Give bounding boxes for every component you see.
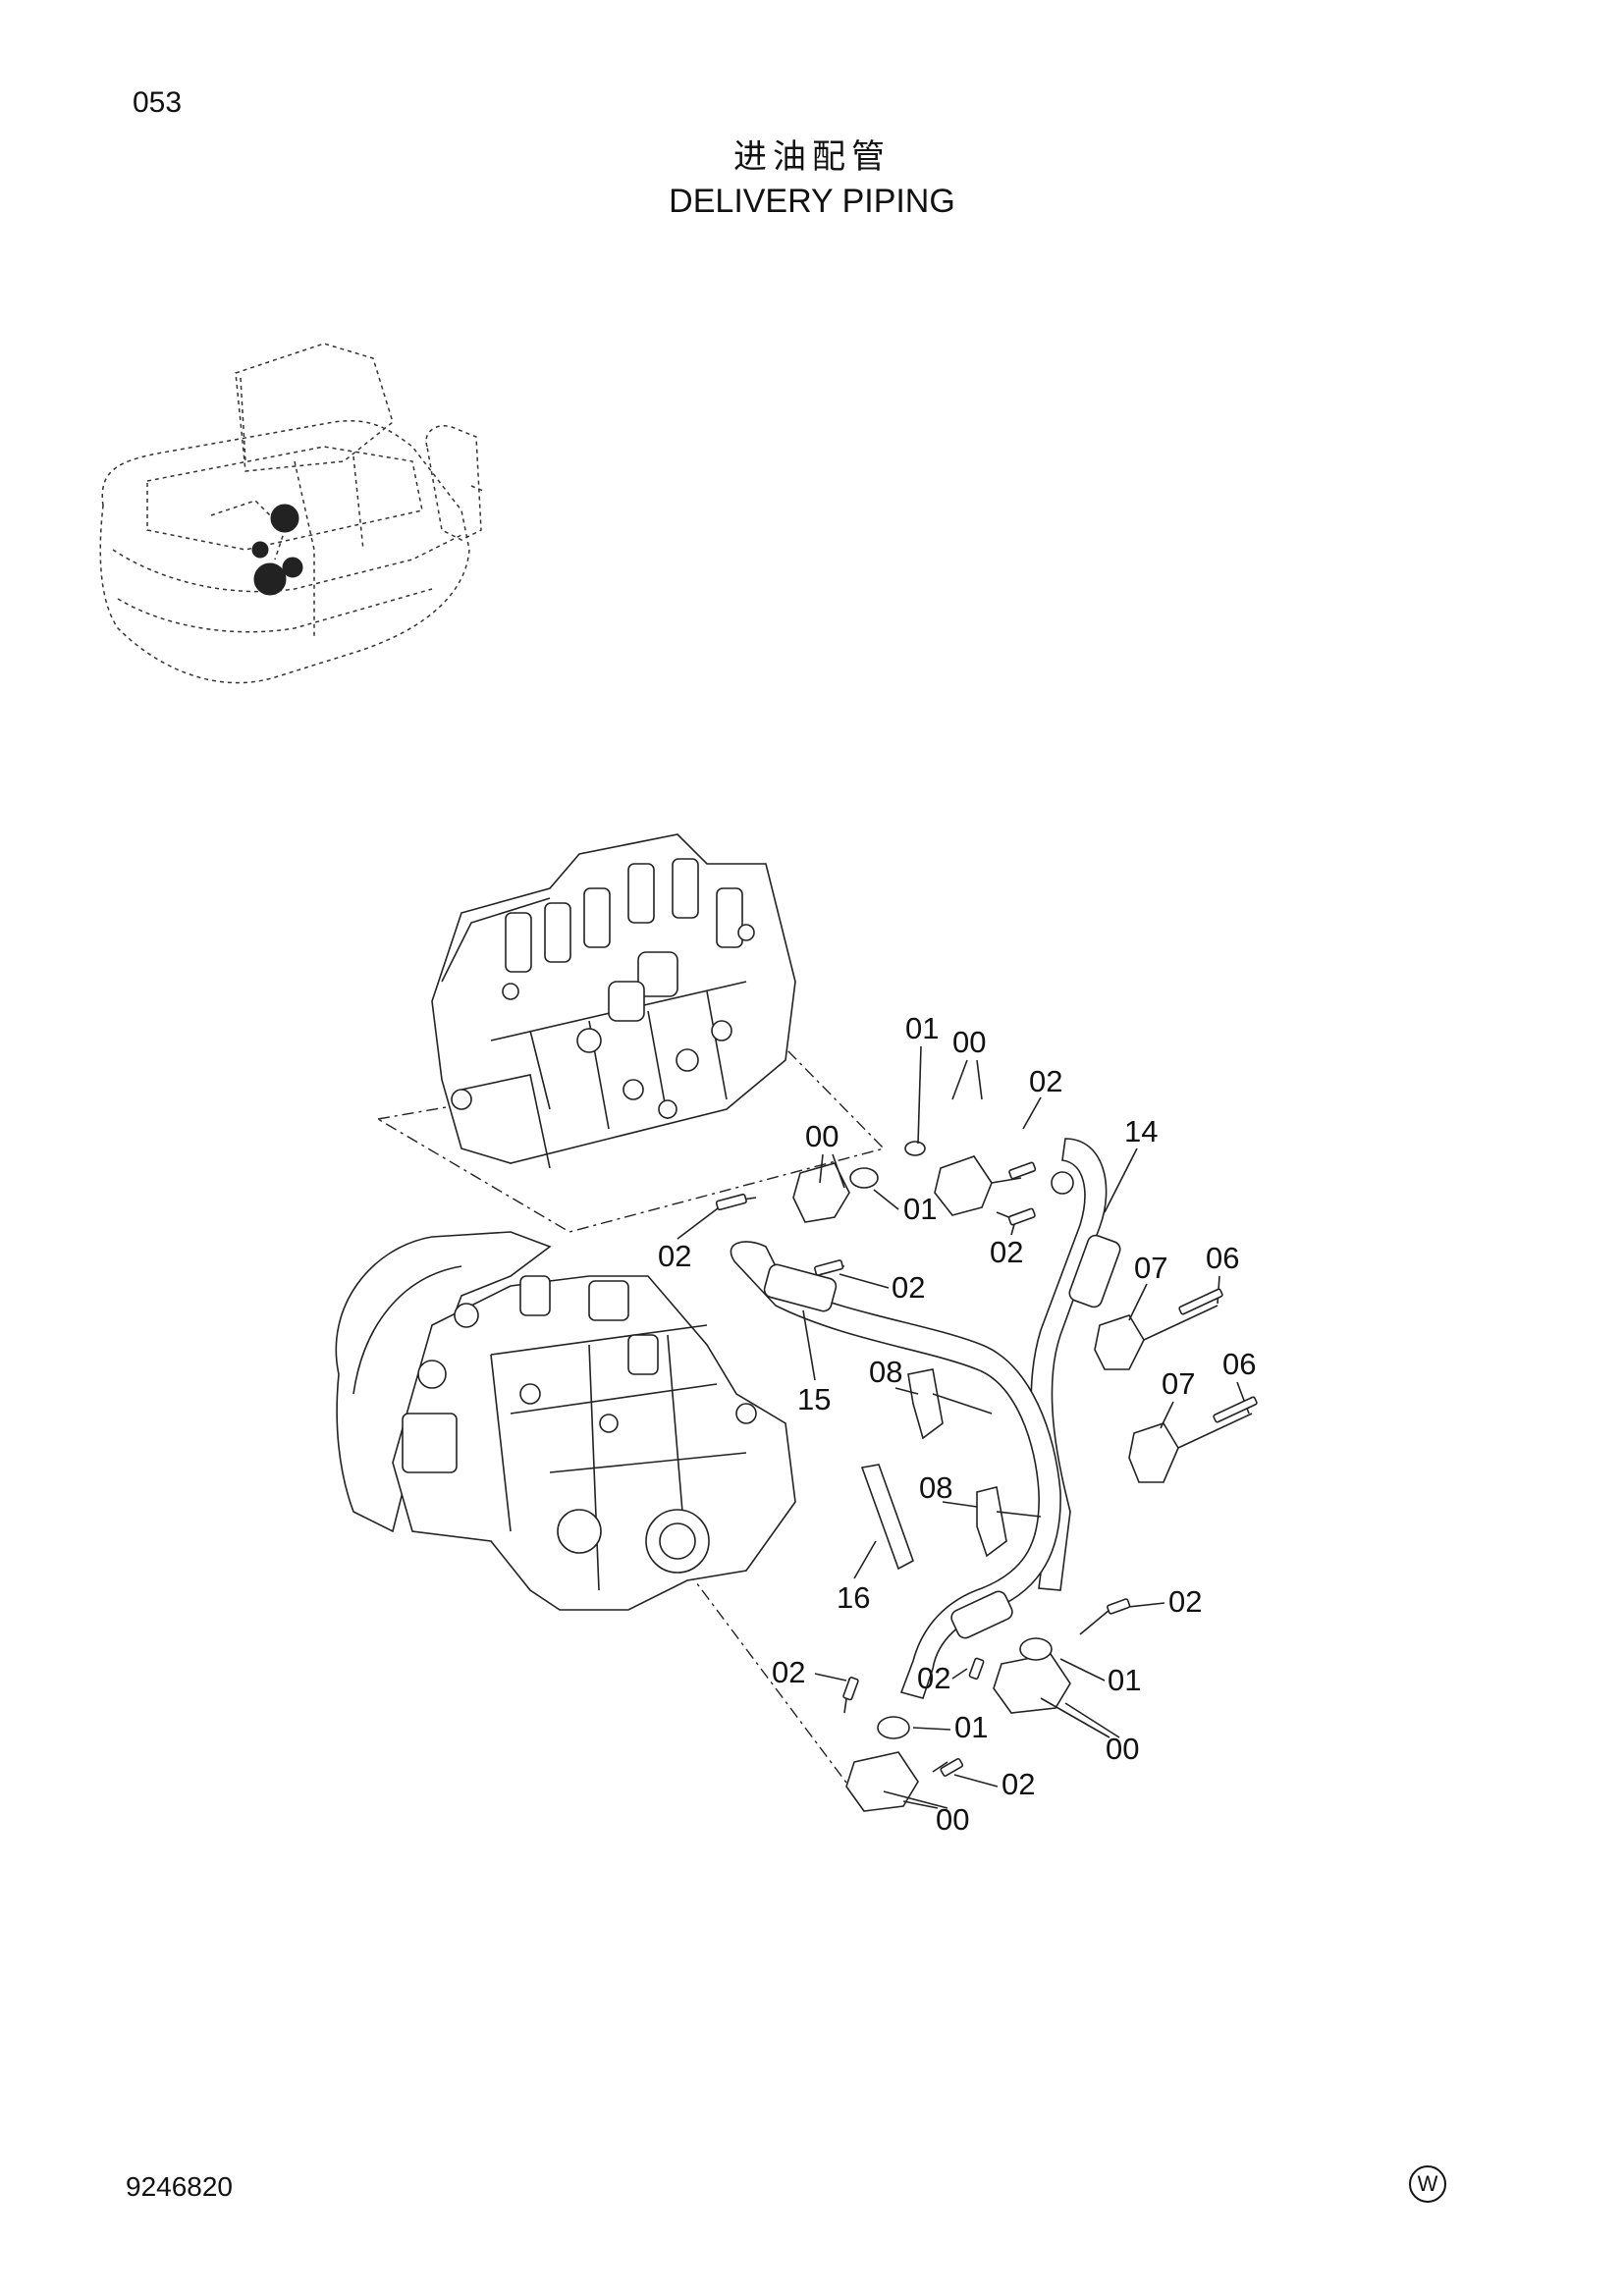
- callout-label: 00: [952, 1025, 986, 1059]
- callout-label: 02: [990, 1235, 1023, 1269]
- callout-label: 16: [837, 1580, 870, 1615]
- bolts: [715, 1161, 1258, 1777]
- clamps-and-brackets: [860, 1305, 1253, 1571]
- callout-label: 02: [892, 1270, 925, 1305]
- callout-label: 00: [936, 1802, 969, 1837]
- callout-label: 02: [772, 1655, 805, 1689]
- callout-label: 01: [1108, 1663, 1141, 1697]
- callout-label: 01: [954, 1710, 988, 1744]
- callout-label: 01: [903, 1192, 937, 1226]
- control-valve: [376, 833, 886, 1233]
- callout-label: 00: [1106, 1732, 1139, 1766]
- callout-label: 02: [1168, 1584, 1202, 1619]
- page-title-chinese: 进油配管: [733, 137, 891, 177]
- valve-ports: [451, 924, 755, 1119]
- callout-label: 14: [1124, 1114, 1158, 1148]
- document-number: 9246820: [126, 2171, 234, 2202]
- excavator-locator-drawing: [99, 343, 484, 684]
- callout-label: 06: [1206, 1241, 1239, 1275]
- hydraulic-pump: [335, 1231, 865, 1807]
- callout-label: 08: [869, 1355, 902, 1389]
- callout-label: 06: [1222, 1347, 1256, 1381]
- w-mark-icon: W: [1409, 2165, 1446, 2203]
- callout-labels: 01 00 02 14 00 01 02 02 02 07 06 15 08 0…: [658, 1011, 1256, 1837]
- delivery-pipes: [730, 1138, 1121, 1699]
- callout-label: 02: [658, 1239, 691, 1273]
- callout-label: 02: [917, 1661, 950, 1695]
- callout-label: 08: [919, 1470, 952, 1505]
- callout-label: 15: [797, 1382, 831, 1416]
- callout-label: 07: [1134, 1251, 1167, 1285]
- callout-label: 07: [1162, 1366, 1195, 1401]
- callout-label: 01: [905, 1011, 939, 1045]
- flange-fittings: [721, 1141, 1110, 1812]
- callout-label: 02: [1029, 1064, 1062, 1098]
- callout-label: 02: [1001, 1767, 1035, 1801]
- page-number: 053: [133, 86, 183, 119]
- callout-label: 00: [805, 1119, 839, 1153]
- page-title-english: DELIVERY PIPING: [669, 183, 955, 220]
- valve-spools: [505, 858, 743, 1022]
